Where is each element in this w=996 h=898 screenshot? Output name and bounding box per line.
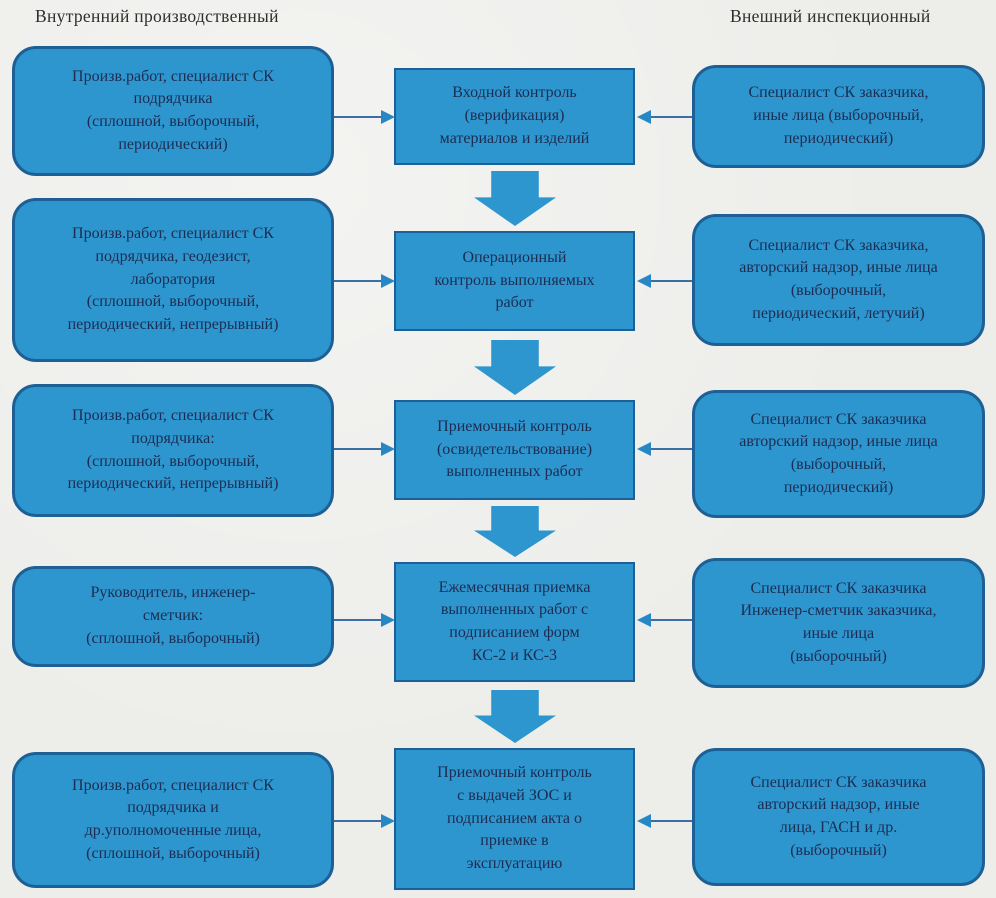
box-internal-row5-text: Произв.работ, специалист СК подрядчика и… (72, 776, 274, 862)
arrowhead-right-icon (381, 110, 395, 124)
box-control-row3: Приемочный контроль (освидетельствование… (394, 400, 635, 500)
box-control-row1: Входной контроль (верификация) материало… (394, 68, 635, 165)
connector-right-row1 (650, 116, 692, 118)
box-control-row5-text: Приемочный контроль с выдачей ЗОС и подп… (437, 764, 592, 873)
box-control-row1-text: Входной контроль (верификация) материало… (439, 84, 590, 147)
box-external-row4: Специалист СК заказчика Инженер-сметчик … (692, 558, 985, 688)
connector-left-row5 (334, 820, 382, 822)
box-external-row4-text: Специалист СК заказчика Инженер-сметчик … (740, 579, 937, 665)
connector-right-row5 (650, 820, 692, 822)
box-internal-row3: Произв.работ, специалист СК подрядчика: … (12, 384, 334, 517)
box-external-row3-text: Специалист СК заказчика авторский надзор… (739, 410, 938, 496)
down-arrow-icon-3 (474, 506, 556, 557)
arrowhead-right-icon (381, 274, 395, 288)
column-header-external: Внешний инспекционный (730, 6, 931, 26)
box-external-row5: Специалист СК заказчика авторский надзор… (692, 748, 985, 886)
connector-left-row2 (334, 280, 382, 282)
box-external-row1: Специалист СК заказчика, иные лица (выбо… (692, 65, 985, 168)
box-control-row3-text: Приемочный контроль (освидетельствование… (436, 417, 593, 481)
arrowhead-left-icon (637, 274, 651, 288)
column-header-internal: Внутренний производственный (35, 6, 279, 26)
connector-right-row4 (650, 619, 692, 621)
box-control-row4-text: Ежемесячная приемка выполненных работ с … (438, 578, 591, 664)
box-external-row1-text: Специалист СК заказчика, иные лица (выбо… (748, 84, 929, 147)
arrowhead-left-icon (637, 110, 651, 124)
arrowhead-left-icon (637, 814, 651, 828)
box-external-row5-text: Специалист СК заказчика авторский надзор… (750, 773, 927, 859)
arrowhead-right-icon (381, 814, 395, 828)
box-control-row2-text: Операционный контроль выполняемых работ (434, 248, 595, 312)
box-external-row3: Специалист СК заказчика авторский надзор… (692, 390, 985, 518)
connector-left-row3 (334, 448, 382, 450)
down-arrow-icon-2 (474, 340, 556, 395)
box-external-row2-text: Специалист СК заказчика, авторский надзо… (739, 236, 938, 322)
box-control-row2: Операционный контроль выполняемых работ (394, 231, 635, 331)
down-arrow-icon-1 (474, 171, 556, 226)
connector-left-row1 (334, 116, 382, 118)
box-control-row4: Ежемесячная приемка выполненных работ с … (394, 562, 635, 682)
box-internal-row1: Произв.работ, специалист СК подрядчика (… (12, 46, 334, 176)
box-internal-row2-text: Произв.работ, специалист СК подрядчика, … (67, 225, 279, 334)
box-external-row2: Специалист СК заказчика, авторский надзо… (692, 214, 985, 346)
arrowhead-right-icon (381, 442, 395, 456)
box-internal-row5: Произв.работ, специалист СК подрядчика и… (12, 752, 334, 888)
box-internal-row1-text: Произв.работ, специалист СК подрядчика (… (72, 67, 274, 153)
box-internal-row4-text: Руководитель, инженер- сметчик: (сплошно… (86, 584, 260, 647)
arrowhead-left-icon (637, 442, 651, 456)
box-internal-row4: Руководитель, инженер- сметчик: (сплошно… (12, 566, 334, 667)
down-arrow-icon-4 (474, 690, 556, 743)
box-internal-row2: Произв.работ, специалист СК подрядчика, … (12, 198, 334, 362)
arrowhead-left-icon (637, 613, 651, 627)
box-control-row5: Приемочный контроль с выдачей ЗОС и подп… (394, 748, 635, 890)
box-internal-row3-text: Произв.работ, специалист СК подрядчика: … (67, 407, 279, 493)
connector-right-row2 (650, 280, 692, 282)
connector-right-row3 (650, 448, 692, 450)
connector-left-row4 (334, 619, 382, 621)
arrowhead-right-icon (381, 613, 395, 627)
